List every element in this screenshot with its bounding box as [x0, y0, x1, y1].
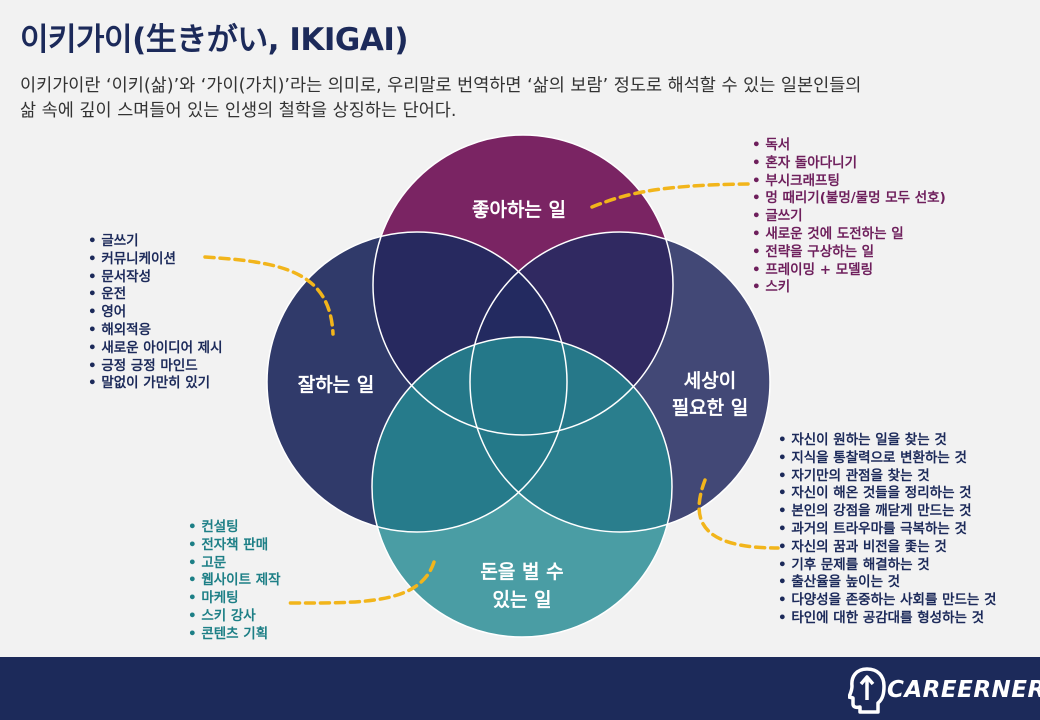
- list-item: 지식을 통찰력으로 변환하는 것: [778, 450, 996, 468]
- list-item: 고문: [188, 555, 281, 573]
- list-item: 컨설팅: [188, 519, 281, 537]
- connector-lines: [203, 182, 780, 605]
- list-item: 자신이 해온 것들을 정리하는 것: [778, 485, 996, 503]
- list-item: 웹사이트 제작: [188, 572, 280, 590]
- list-item: 커뮤니케이션: [88, 251, 223, 269]
- list-item: 기후 문제를 해결하는 것: [778, 557, 996, 575]
- circle-outlines: [266, 134, 771, 638]
- list-item: 전략을 구상하는 일: [752, 244, 946, 262]
- connector-need: [697, 478, 780, 550]
- list-item: 스키 강사: [188, 608, 281, 626]
- list-item: 글쓰기: [88, 233, 223, 251]
- list-item: 전자책 판매: [188, 537, 281, 555]
- list-item: 출산율을 높이는 것: [778, 574, 996, 592]
- list-item: 글쓰기: [752, 208, 946, 226]
- label-need-line2: 필요한 일: [672, 397, 749, 419]
- subtitle-line: 이키가이란 ‘이키(삶)’와 ‘가이(가치)’라는 의미로, 우리말로 번역하면…: [20, 76, 862, 96]
- label-need-line1: 세상이: [684, 370, 736, 392]
- list-item: 과거의 트라우마를 극복하는 것: [778, 521, 996, 539]
- label-good: 잘하는 일: [298, 374, 375, 396]
- list-item: 긍정 긍정 마인드: [88, 358, 223, 376]
- brand-head-icon: [848, 667, 886, 714]
- list-item: 문서작성: [88, 269, 223, 287]
- list-item: 마케팅: [188, 590, 281, 608]
- subtitle-line: 삶 속에 깊이 스며들어 있는 인생의 철학을 상징하는 단어다.: [20, 101, 457, 121]
- list-good: 글쓰기 커뮤니케이션 문서작성 운전 영어 해외적응 새로운 아이디어 제시 긍…: [88, 233, 223, 393]
- connector-good: [203, 255, 335, 336]
- list-item: 독서: [752, 137, 946, 155]
- list-item: 새로운 것에 도전하는 일: [752, 226, 946, 244]
- list-item: 본인의 강점을 깨닫게 만드는 것: [778, 503, 996, 521]
- list-item: 운전: [88, 286, 223, 304]
- circle-paid-shape: [372, 337, 672, 637]
- circle-paid: [372, 337, 672, 637]
- list-item: 혼자 돌아다니기: [752, 155, 946, 173]
- label-love: 좋아하는 일: [472, 199, 566, 221]
- list-love: 독서 혼자 돌아다니기 부시크래프팅 멍 때리기(불멍/물멍 모두 선호) 글쓰…: [752, 137, 946, 297]
- brand-logo: CAREERNERS: [887, 677, 1040, 703]
- connector-paid: [286, 560, 436, 605]
- list-item: 새로운 아이디어 제시: [88, 340, 222, 358]
- list-item: 콘텐츠 기획: [188, 626, 281, 644]
- ikigai-venn-diagram: 좋아하는 일 잘하는 일 세상이 필요한 일 돈을 벌 수 있는 일: [203, 134, 780, 638]
- list-item: 다양성을 존중하는 사회를 만드는 것: [778, 592, 996, 610]
- page-subtitle: 이키가이란 ‘이키(삶)’와 ‘가이(가치)’라는 의미로, 우리말로 번역하면…: [20, 74, 1020, 124]
- list-item: 자신이 원하는 일을 찾는 것: [778, 432, 996, 450]
- list-item: 자신의 꿈과 비전을 좇는 것: [778, 539, 996, 557]
- connector-love: [590, 182, 750, 209]
- list-need: 자신이 원하는 일을 찾는 것 지식을 통찰력으로 변환하는 것 자기만의 관점…: [778, 432, 996, 628]
- list-item: 말없이 가만히 있기: [88, 375, 223, 393]
- label-paid-line1: 돈을 벌 수: [480, 561, 563, 583]
- list-item: 자기만의 관점을 찾는 것: [778, 468, 996, 486]
- list-item: 프레이밍 + 모델링: [752, 262, 946, 280]
- label-paid-line2: 있는 일: [492, 589, 551, 611]
- list-item: 멍 때리기(불멍/물멍 모두 선호): [752, 190, 945, 208]
- list-paid: 컨설팅 전자책 판매 고문 웹사이트 제작 마케팅 스키 강사 콘텐츠 기획: [188, 519, 281, 644]
- list-item: 영어: [88, 304, 223, 322]
- list-item: 타인에 대한 공감대를 형성하는 것: [778, 610, 996, 628]
- list-item: 해외적응: [88, 322, 223, 340]
- list-item: 부시크래프팅: [752, 173, 946, 191]
- list-item: 스키: [752, 279, 946, 297]
- page-title: 이키가이(生きがい, IKIGAI): [20, 22, 409, 58]
